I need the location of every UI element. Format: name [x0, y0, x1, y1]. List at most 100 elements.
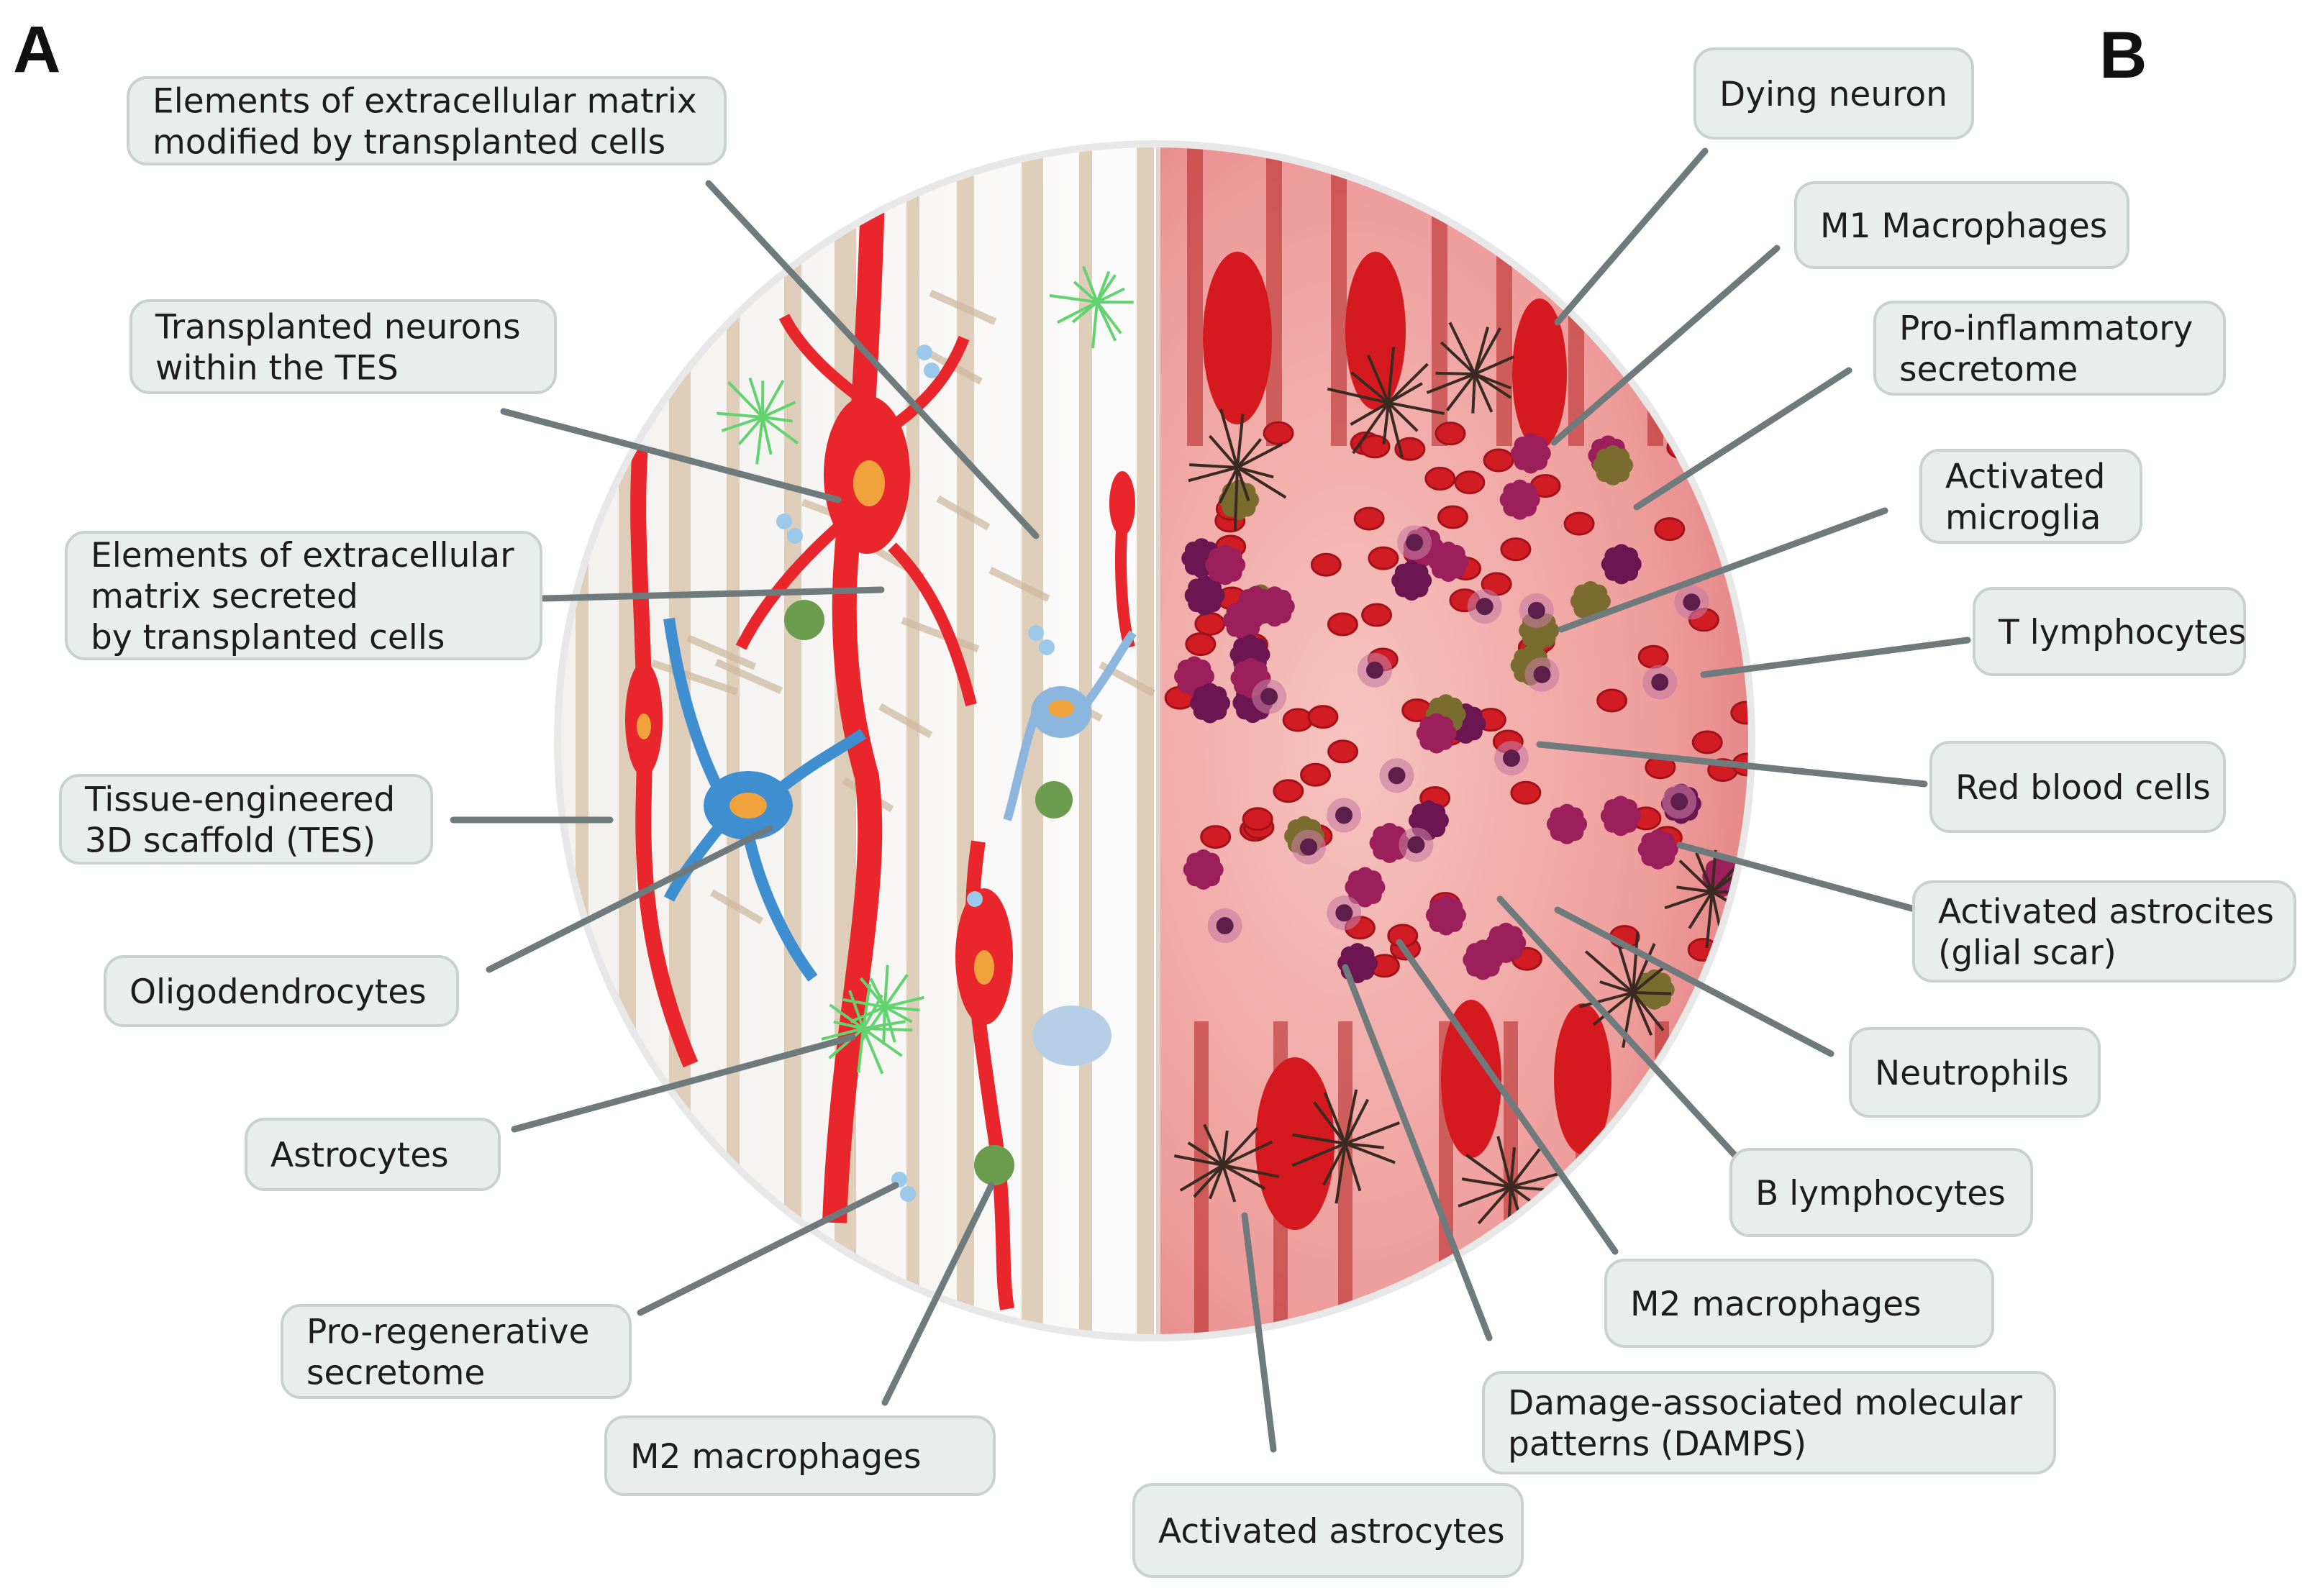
activated-astrocyte-process [1599, 980, 1634, 994]
red-blood-cell [1263, 421, 1294, 445]
macrophage-body [1193, 583, 1217, 607]
lymphocyte-nucleus [1476, 598, 1494, 616]
activated-astrocyte-process [1711, 890, 1752, 894]
activated-astrocyte-process [1188, 466, 1238, 483]
lymphocyte-nucleus [1388, 767, 1406, 785]
macrophage-body [1400, 569, 1424, 593]
activated-astrocyte-process [1664, 890, 1713, 910]
callout-oligodendrocytes: Oligodendrocytes [104, 955, 459, 1027]
callout-text-line: Damage-associated molecular [1508, 1384, 2023, 1423]
activated-astrocyte-process [1222, 1164, 1237, 1203]
macrophage-body [1578, 589, 1602, 613]
activated-astrocyte-process [1344, 1098, 1370, 1144]
callout-ecm-modified: Elements of extracellular matrixmodified… [127, 76, 727, 165]
lymphocyte-nucleus [1300, 838, 1318, 856]
scaffold-crossbar [614, 1158, 702, 1194]
callout-astrocytes: Astrocytes [245, 1118, 501, 1191]
scaffold-strut [957, 144, 974, 1338]
activated-astrocyte-process [1382, 402, 1390, 444]
astrocyte-process [883, 974, 909, 1008]
activated-astrocyte-process [1510, 1170, 1565, 1188]
activated-astrocyte-process [1387, 362, 1429, 404]
macrophage-body [1494, 931, 1518, 954]
callout-box [127, 76, 727, 165]
activated-astrocyte-process [1461, 1177, 1511, 1188]
injured-fiber [1432, 144, 1447, 446]
macrophage-body [1609, 552, 1633, 576]
callout-box [604, 1415, 996, 1496]
astrocyte-process [1091, 301, 1099, 349]
callout-box [1919, 449, 2142, 544]
astrocyte-process [863, 1027, 913, 1032]
lymphocyte-nucleus [1406, 534, 1424, 552]
scaffold-crossbar [988, 566, 1050, 602]
astrocyte-process [884, 995, 924, 1008]
activated-astrocyte-process [1509, 1147, 1517, 1187]
activated-astrocyte-process [1344, 1089, 1358, 1144]
activated-astrocyte-process [1496, 1136, 1512, 1187]
red-blood-cell [1307, 705, 1339, 729]
scaffold-strut [906, 144, 919, 1338]
macrophage-cell [1408, 800, 1449, 841]
scaffold-crossbar [878, 703, 933, 739]
macrophage-body [1555, 812, 1579, 836]
red-blood-cell [1361, 603, 1393, 627]
macrophage-cell [1510, 433, 1551, 474]
activated-astrocyte-process [1236, 466, 1287, 499]
scaffold-crossbar [936, 495, 991, 531]
panel-letter-b: B [2099, 19, 2147, 92]
callout-box [1729, 1148, 2033, 1237]
activated-astrocyte-process [1388, 401, 1445, 416]
activated-astrocyte-process [1219, 408, 1239, 468]
astrocyte-process [833, 1020, 864, 1030]
macrophage-body [1227, 488, 1251, 512]
activated-astrocyte-process [1426, 373, 1476, 394]
activated-astrocyte-process [1632, 931, 1640, 993]
lymphocyte-nucleus [1335, 806, 1353, 824]
activated-astrocyte-process [1584, 950, 1635, 994]
macrophage-body [1601, 453, 1625, 477]
activated-astrocyte-process [1435, 371, 1476, 375]
macrophage-body [1519, 442, 1542, 465]
injured-fiber [1496, 144, 1512, 446]
astrocyte-process [850, 1006, 886, 1023]
macrophage-body [1244, 594, 1268, 618]
astrocyte-process [869, 977, 886, 1008]
activated-astrocyte-process [1322, 1143, 1347, 1186]
callout-box [1873, 301, 2226, 396]
macrophage-cell [1183, 849, 1224, 890]
callout-t-lymphocytes: T lymphocytes [1973, 587, 2246, 676]
activated-astrocyte-process [1473, 373, 1512, 399]
secretome-droplet [900, 1186, 916, 1202]
activated-astrocyte-process [1345, 1142, 1384, 1149]
red-blood-cell [1500, 537, 1532, 562]
macrophage-body [1646, 837, 1670, 861]
macrophage-cell [1391, 560, 1432, 601]
callout-text-line: Tissue-engineered [84, 780, 395, 820]
red-blood-cell [1368, 546, 1399, 570]
scaffold-crossbar [714, 658, 783, 695]
red-blood-cell [1730, 701, 1752, 725]
astrocyte-process [762, 401, 796, 419]
secretome-droplet [1028, 625, 1044, 641]
activated-astrocyte-process [1209, 1164, 1224, 1200]
callout-box [1912, 880, 2296, 982]
macrophage-body [1508, 488, 1532, 511]
activated-astrocyte-process [1193, 1164, 1224, 1198]
panel-letter-a: A [13, 13, 60, 86]
red-blood-cell [1731, 897, 1752, 921]
scaffold-crossbar [709, 889, 764, 925]
activated-astrocyte-process [1179, 1164, 1224, 1192]
red-blood-cell [1242, 807, 1273, 831]
callout-text-line: Oligodendrocytes [129, 972, 427, 1012]
central-illustration [554, 140, 1755, 1341]
lymphocyte-nucleus [1366, 661, 1384, 679]
astrocyte-process [821, 1027, 864, 1041]
astrocyte-process [883, 965, 889, 1008]
astrocyte-process [859, 977, 886, 1008]
